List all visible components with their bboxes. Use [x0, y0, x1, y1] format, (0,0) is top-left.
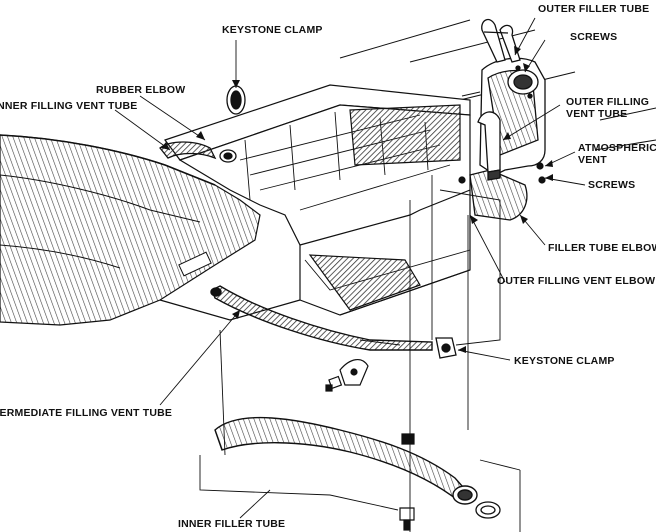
label-outer-filling-vent-tube-2: VENT TUBE	[566, 108, 628, 120]
label-inner-filling-vent-tube: INNER FILLING VENT TUBE	[0, 100, 138, 112]
label-intermediate-filling-vent-tube: INTERMEDIATE FILLING VENT TUBE	[0, 407, 173, 419]
label-filler-tube-elbow: FILLER TUBE ELBOW	[548, 242, 656, 254]
inner-filler-tube	[214, 416, 478, 505]
keystone-clamp-mid	[435, 337, 457, 359]
label-outer-filler-tube: OUTER FILLER TUBE	[538, 3, 650, 15]
bolts	[399, 162, 546, 531]
filler-tube-clamp	[475, 501, 501, 519]
label-inner-filler-tube: INNER FILLER TUBE	[178, 518, 286, 530]
label-outer-filling-vent-elbow: OUTER FILLING VENT ELBOW	[497, 275, 656, 287]
label-screws-top: SCREWS	[570, 31, 618, 43]
assembly-lines	[199, 175, 521, 532]
intermediate-vent-tube	[210, 285, 433, 351]
label-keystone-clamp-top: KEYSTONE CLAMP	[222, 24, 323, 36]
label-atmospheric-vent-2: VENT	[578, 154, 607, 166]
rubber-elbow	[159, 141, 237, 163]
arrowheads	[161, 46, 553, 353]
floor-structure	[159, 84, 471, 321]
outer-filling-vent-tube	[477, 111, 501, 181]
bracket-bolt	[325, 359, 369, 392]
label-rubber-elbow: RUBBER ELBOW	[96, 84, 186, 96]
label-screws-mid: SCREWS	[588, 179, 636, 191]
label-atmospheric-vent-1: ATMOSPHERIC	[578, 142, 656, 154]
label-keystone-clamp-mid: KEYSTONE CLAMP	[514, 355, 615, 367]
label-outer-filling-vent-tube-1: OUTER FILLING	[566, 96, 650, 108]
outer-filler-tube	[481, 18, 521, 63]
keystone-clamp-top	[226, 85, 246, 115]
fuel-tank	[0, 134, 261, 326]
